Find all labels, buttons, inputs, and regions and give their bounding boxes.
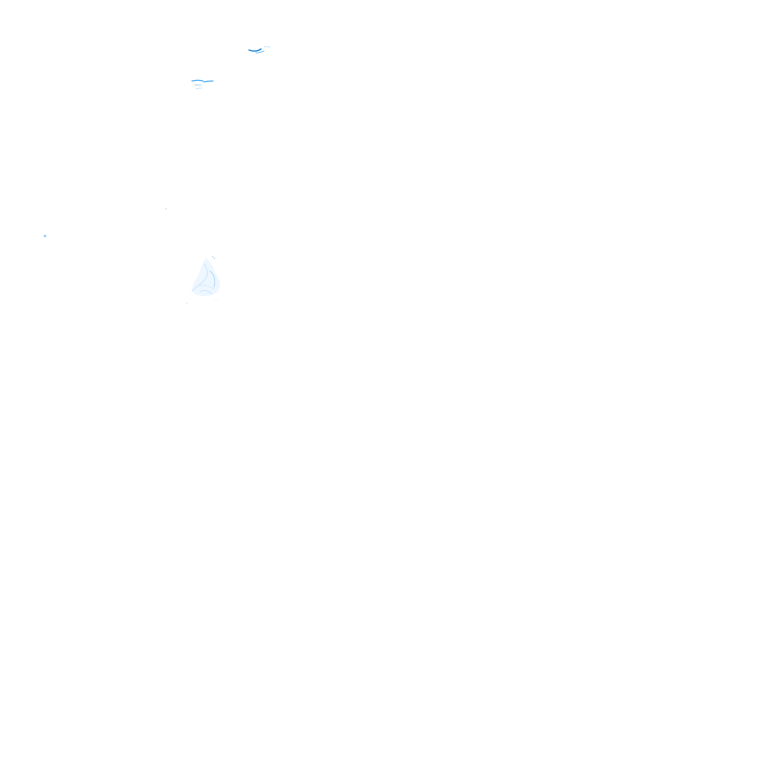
blue-dot-left: [43, 234, 47, 238]
blue-brush-fragment-small: [191, 79, 214, 90]
blue-brush-fragment-top: [248, 46, 271, 54]
pale-blue-smudge: [186, 255, 220, 304]
faint-dot-mid: [165, 208, 167, 210]
